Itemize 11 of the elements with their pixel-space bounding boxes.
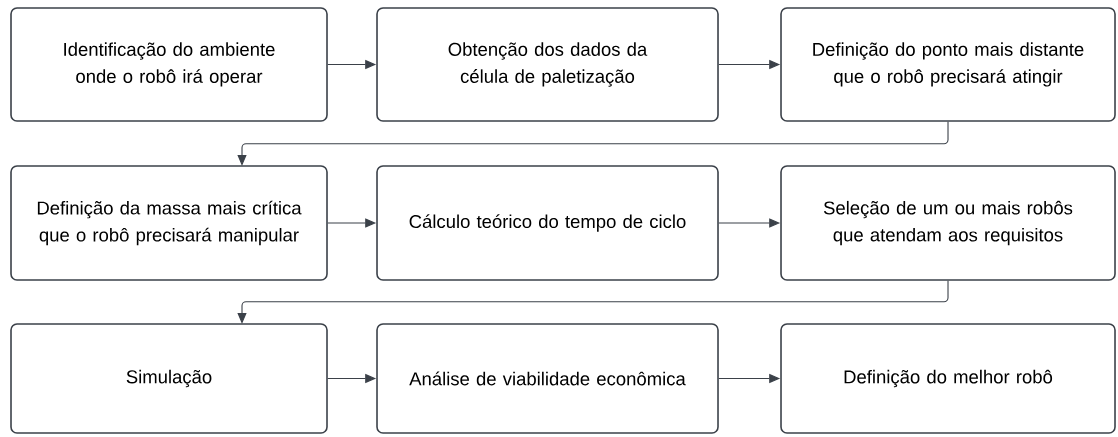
arrow bbox=[237, 121, 949, 166]
process-box: Análise de viabilidade econômica bbox=[376, 323, 719, 434]
process-box: Obtenção dos dados da célula de paletização bbox=[376, 7, 719, 122]
process-box: Definição do melhor robô bbox=[780, 323, 1116, 434]
process-box: Definição do ponto mais distante que o robô precisará atingir bbox=[780, 7, 1116, 122]
process-box: Seleção de um ou mais robôs que atendam aos requisitos bbox=[780, 165, 1116, 281]
process-box: Identificação do ambiente onde o robô irá operar bbox=[10, 7, 328, 122]
arrow bbox=[237, 280, 949, 324]
process-box: Simulação bbox=[10, 323, 328, 434]
process-box: Definição da massa mais crítica que o robô precisará manipular bbox=[10, 165, 328, 281]
process-box: Cálculo teórico do tempo de ciclo bbox=[376, 165, 719, 281]
